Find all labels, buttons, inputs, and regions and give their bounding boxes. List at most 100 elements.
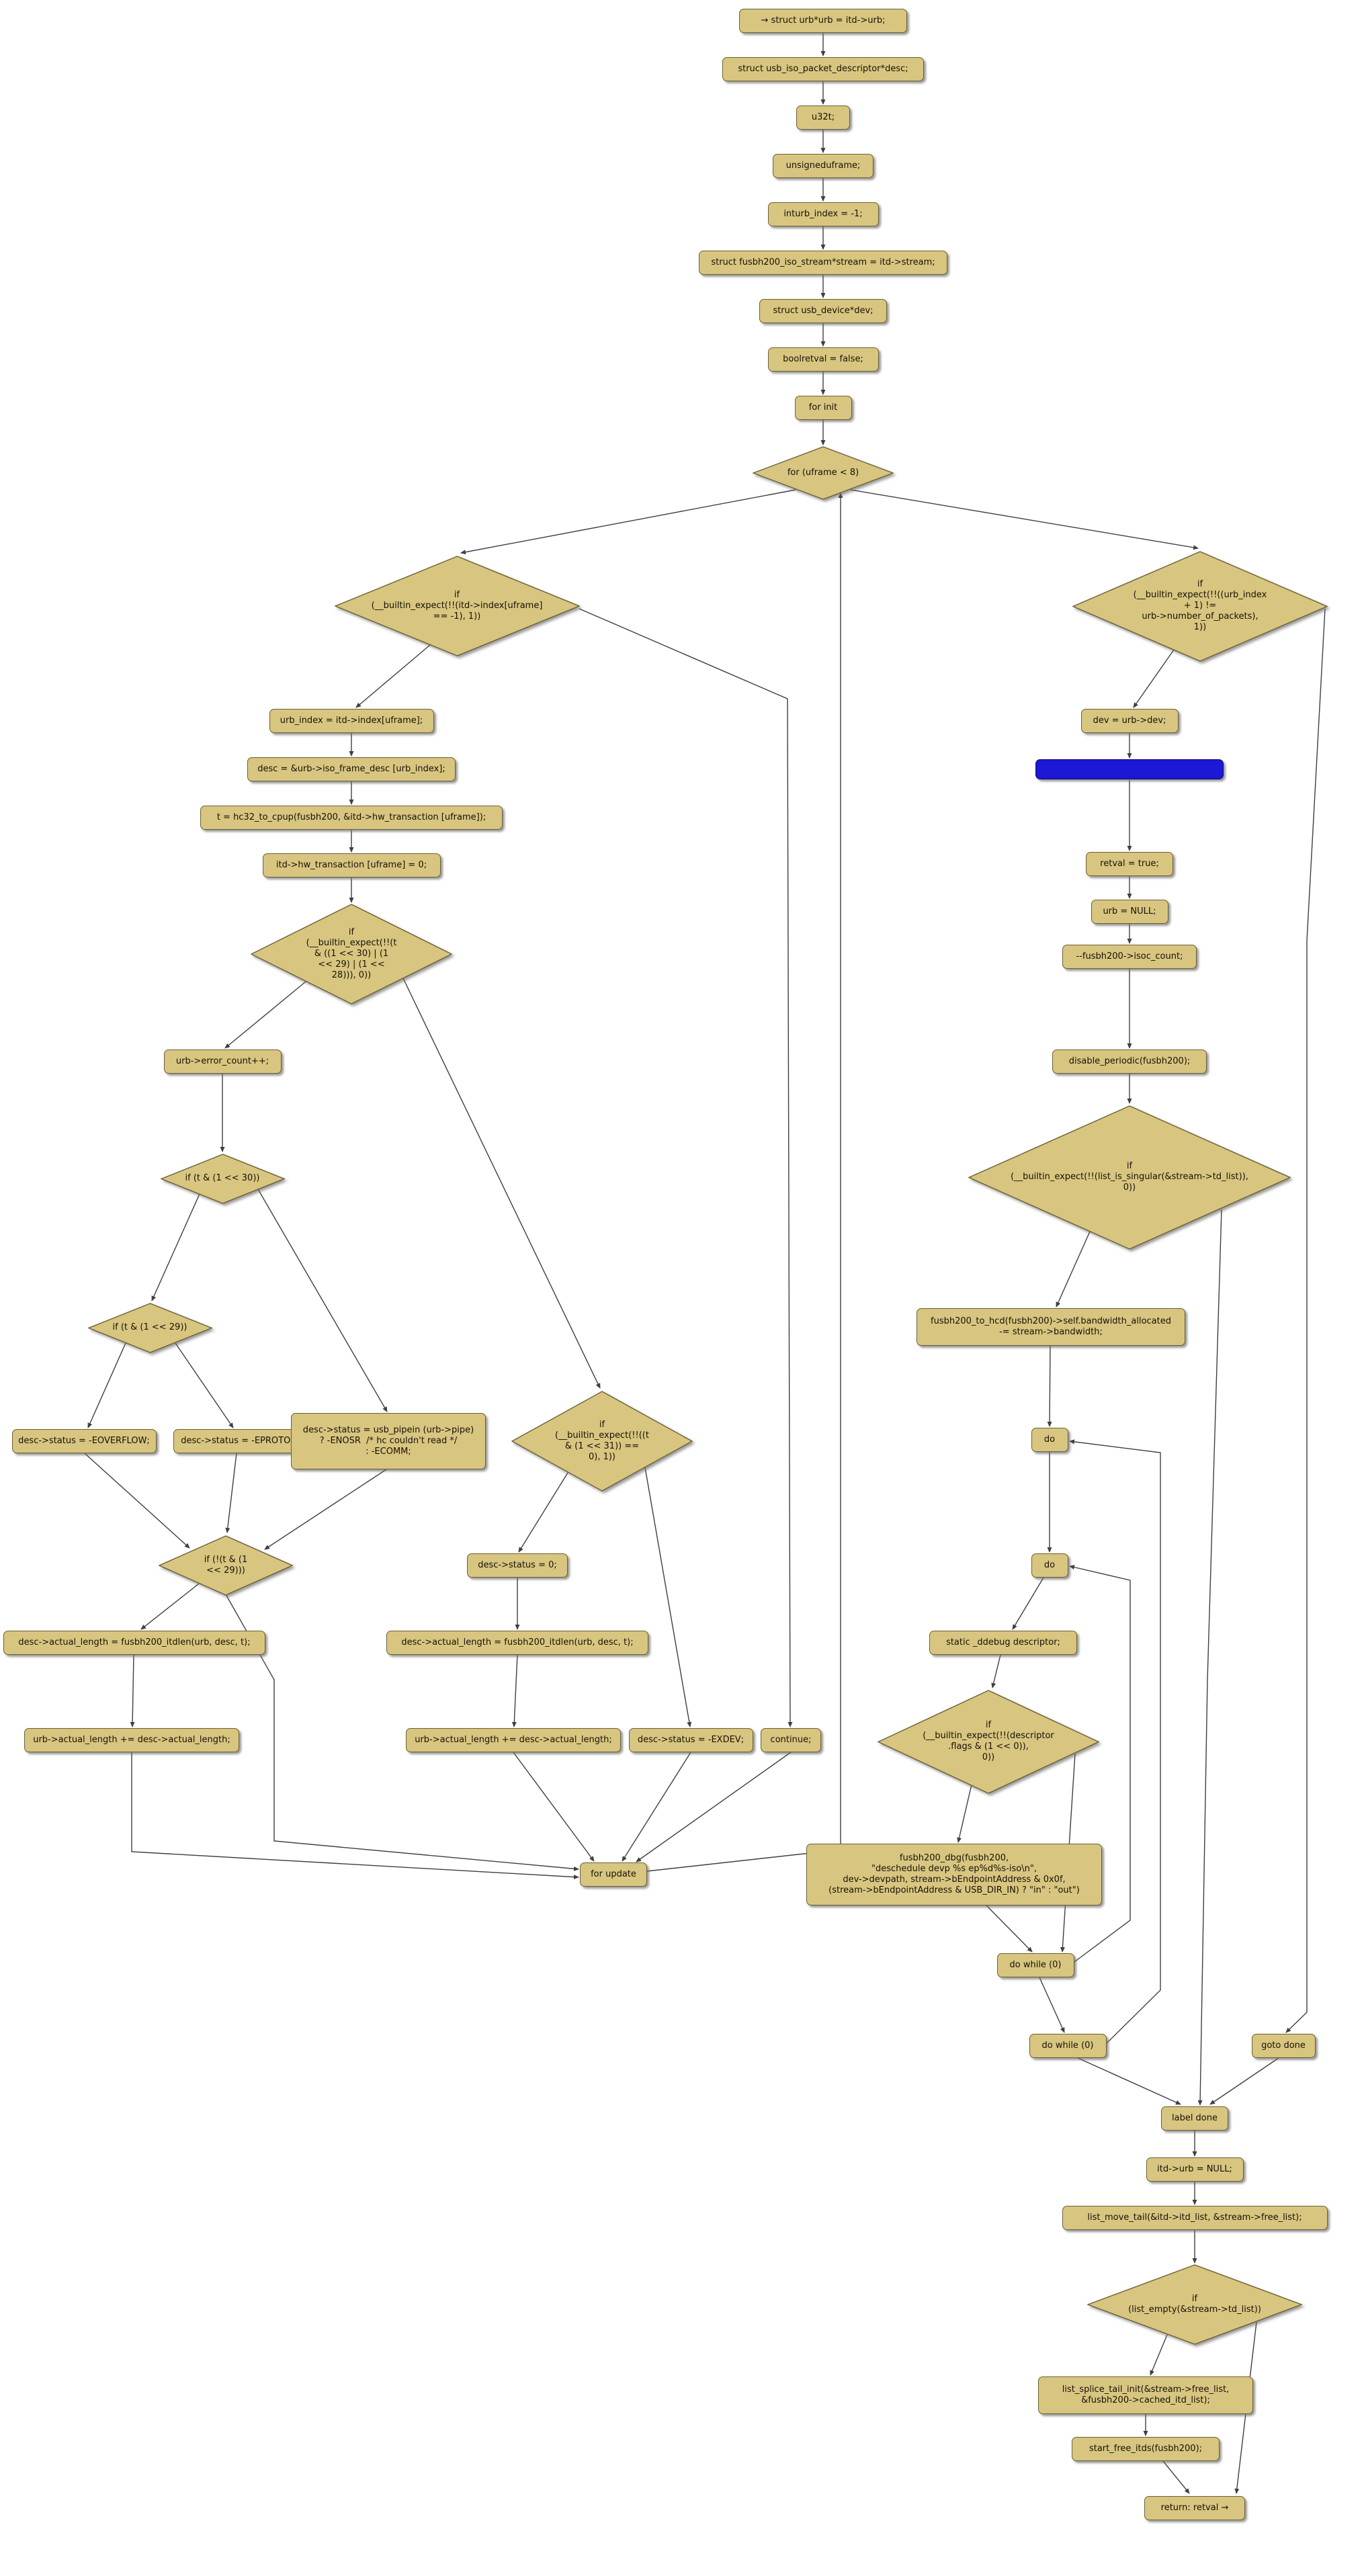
flow-node-n32[interactable]: for update [580,1862,647,1887]
diamond-shape [753,446,894,500]
flow-node-n47[interactable]: do while (0) [996,1953,1074,1977]
edge-n18-n22 [257,1189,388,1412]
diamond-shape [159,1535,293,1596]
flow-node-n43[interactable]: do [1031,1553,1068,1578]
node-label: --fusbh200->isoc_count; [1076,951,1183,962]
flow-node-n26[interactable]: urb->actual_length += desc->actual_lengt… [406,1728,621,1752]
node-label: itd->hw_transaction [uframe] = 0; [275,860,427,871]
node-label: urb = NULL; [1103,906,1156,917]
edge-n29-n32 [131,1752,579,1880]
flow-node-n40[interactable]: if (__builtin_expect(!!(list_is_singular… [968,1105,1291,1250]
flow-node-n55[interactable]: start_free_itds(fusbh200); [1072,2437,1220,2461]
edge-n33-n34 [1133,649,1175,708]
flow-node-n35-selected[interactable] [1035,759,1224,779]
edge-n11-n12 [355,644,431,708]
flow-node-n25[interactable]: desc->actual_length = fusbh200_itdlen(ur… [386,1631,648,1655]
node-label: do [1043,1434,1056,1445]
flow-node-n8[interactable]: boolretval = false; [767,347,879,372]
flow-node-n49[interactable]: goto done [1251,2034,1316,2058]
edge-n25-n26 [511,1654,518,1727]
flow-node-n22[interactable]: desc->status = usb_pipein (urb->pipe) ? … [291,1413,486,1469]
edge-n23-n24 [518,1472,568,1553]
node-label: do while (0) [1041,2041,1094,2051]
flow-node-n56[interactable]: return: retval → [1144,2496,1245,2520]
edge-n26-n32 [513,1752,595,1862]
node-label: label done [1171,2113,1218,2124]
flow-node-n18[interactable]: if (t & (1 << 30)) [160,1153,285,1204]
flow-node-n4[interactable]: unsigneduframe; [773,154,873,178]
flow-node-n33[interactable]: if (__builtin_expect(!!((urb_index + 1) … [1072,550,1328,662]
edge-n48-n50 [1077,2057,1181,2105]
flow-node-n45[interactable]: if (__builtin_expect(!!(descriptor .flag… [878,1689,1099,1794]
diamond-shape [1072,550,1328,662]
flow-node-n53[interactable]: if (list_empty(&stream->td_list)) [1087,2264,1302,2345]
flow-node-n52[interactable]: list_move_tail(&itd->itd_list, &stream->… [1062,2206,1328,2230]
flow-node-n14[interactable]: t = hc32_to_cpup(fusbh200, &itd->hw_tran… [200,806,503,830]
node-label: u32t; [811,112,835,123]
flow-node-n2[interactable]: struct usb_iso_packet_descriptor*desc; [722,57,924,81]
node-label: unsigneduframe; [785,161,861,171]
flow-node-n39[interactable]: disable_periodic(fusbh200); [1052,1049,1207,1074]
flow-node-n7[interactable]: struct usb_device*dev; [759,299,887,323]
diamond-shape [1087,2264,1302,2345]
flow-node-n15[interactable]: itd->hw_transaction [uframe] = 0; [262,853,441,877]
node-label: continue; [770,1735,812,1746]
flow-node-n5[interactable]: inturb_index = -1; [767,202,879,226]
node-label: desc->status = -EPROTO; [181,1436,294,1447]
edge-n18-n19 [151,1193,200,1301]
flow-node-n20[interactable]: desc->status = -EOVERFLOW; [11,1429,157,1453]
edge-n16-n17 [224,981,306,1049]
flow-node-n3[interactable]: u32t; [796,105,850,130]
flow-node-n13[interactable]: desc = &urb->iso_frame_desc [urb_index]; [247,757,456,781]
flow-node-n28[interactable]: desc->actual_length = fusbh200_itdlen(ur… [3,1631,265,1655]
edge-n16-n23 [402,978,601,1389]
flow-node-n30[interactable]: desc->status = -EXDEV; [628,1728,753,1752]
flow-node-n11[interactable]: if (__builtin_expect(!!(itd->index[ufram… [334,556,580,656]
node-label: desc->actual_length = fusbh200_itdlen(ur… [18,1637,251,1648]
flow-node-n44[interactable]: static _ddebug descriptor; [929,1631,1077,1655]
edge-n19-n21 [175,1342,234,1428]
edge-n20-n27 [84,1453,190,1549]
flow-node-n50[interactable]: label done [1161,2106,1228,2131]
flow-node-n12[interactable]: urb_index = itd->index[uframe]; [269,709,434,733]
flow-node-n16[interactable]: if (__builtin_expect(!!(t & ((1 << 30) |… [251,904,452,1004]
flow-node-n46[interactable]: fusbh200_dbg(fusbh200, "deschedule devp … [806,1844,1102,1905]
flow-node-n31[interactable]: continue; [761,1728,821,1752]
flow-node-n23[interactable]: if (__builtin_expect(!!((t & (1 << 31)) … [511,1391,693,1492]
diamond-shape [968,1105,1291,1250]
flow-node-n17[interactable]: urb->error_count++; [163,1049,282,1074]
flow-node-n42[interactable]: do [1031,1428,1068,1452]
edge-n22-n27 [264,1469,387,1550]
flow-node-n29[interactable]: urb->actual_length += desc->actual_lengt… [24,1728,239,1752]
edge-n11-n31 [579,608,793,1727]
diamond-shape [511,1391,693,1492]
node-label: if (t & (1 << 29)) [112,1322,187,1333]
node-label: disable_periodic(fusbh200); [1068,1056,1191,1067]
flow-node-n21[interactable]: desc->status = -EPROTO; [173,1429,301,1453]
flow-node-n10[interactable]: for (uframe < 8) [753,446,894,500]
edge-n31-n32 [636,1752,792,1862]
node-label: if (!(t & (1 << 29))) [204,1555,248,1576]
flow-node-n24[interactable]: desc->status = 0; [467,1553,568,1578]
flow-node-n34[interactable]: dev = urb->dev; [1080,709,1179,733]
flow-node-n48[interactable]: do while (0) [1029,2034,1107,2058]
node-label: return: retval → [1160,2503,1229,2514]
flow-node-n19[interactable]: if (t & (1 << 29)) [87,1302,212,1353]
flow-node-n27[interactable]: if (!(t & (1 << 29))) [159,1535,293,1596]
flow-node-n41[interactable]: fusbh200_to_hcd(fusbh200)->self.bandwidt… [917,1308,1185,1346]
flow-node-n1[interactable]: → struct urb*urb = itd->urb; [739,9,907,33]
flow-node-n9[interactable]: for init [794,396,852,420]
flow-node-n37[interactable]: urb = NULL; [1091,900,1168,924]
flow-node-n51[interactable]: itd->urb = NULL; [1146,2157,1244,2182]
node-label: → struct urb*urb = itd->urb; [761,15,886,26]
flow-node-n36[interactable]: retval = true; [1086,852,1173,876]
node-label [1036,769,1223,770]
flow-node-n54[interactable]: list_splice_tail_init(&stream->free_list… [1038,2376,1253,2414]
diamond-shape [160,1153,285,1204]
flow-node-n38[interactable]: --fusbh200->isoc_count; [1062,945,1197,969]
edge-n49-n50 [1209,2057,1279,2105]
flow-node-n6[interactable]: struct fusbh200_iso_stream*stream = itd-… [699,251,947,275]
diamond-shape [334,556,580,656]
node-label: urb->actual_length += desc->actual_lengt… [33,1735,230,1746]
